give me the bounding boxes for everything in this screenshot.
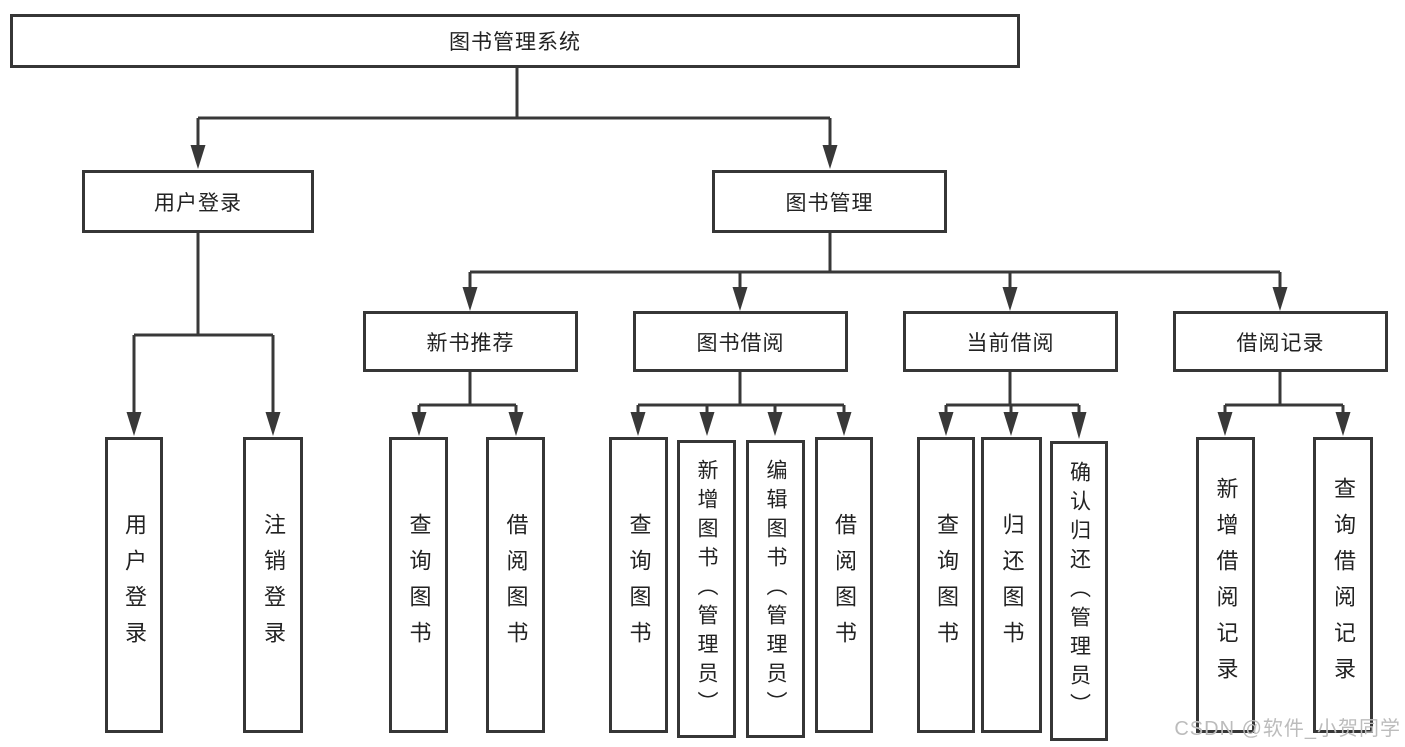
node-current-borrowing: 当前借阅: [903, 311, 1118, 372]
node-leaf-confirm-return-admin: 确认归还（管理员）: [1050, 441, 1108, 741]
node-new-book-recommendation: 新书推荐: [363, 311, 578, 372]
node-leaf-query-books-1: 查询图书: [389, 437, 448, 733]
node-root-library-management-system: 图书管理系统: [10, 14, 1020, 68]
node-leaf-return-books: 归还图书: [981, 437, 1042, 733]
node-user-login-branch: 用户登录: [82, 170, 314, 233]
node-leaf-borrow-books-2: 借阅图书: [815, 437, 873, 733]
node-leaf-query-books-2: 查询图书: [609, 437, 668, 733]
node-leaf-user-login: 用户登录: [105, 437, 163, 733]
node-leaf-query-borrow-record: 查询借阅记录: [1313, 437, 1373, 733]
node-leaf-query-books-3: 查询图书: [917, 437, 975, 733]
csdn-watermark: CSDN @软件_小贺同学: [1174, 718, 1401, 740]
node-leaf-borrow-books-1: 借阅图书: [486, 437, 545, 733]
node-borrowing-records: 借阅记录: [1173, 311, 1388, 372]
node-leaf-add-borrow-record: 新增借阅记录: [1196, 437, 1255, 733]
node-book-management-branch: 图书管理: [712, 170, 947, 233]
node-leaf-logout: 注销登录: [243, 437, 303, 733]
node-book-borrowing: 图书借阅: [633, 311, 848, 372]
node-leaf-edit-book-admin: 编辑图书（管理员）: [746, 440, 805, 738]
node-leaf-add-book-admin: 新增图书（管理员）: [677, 440, 736, 738]
